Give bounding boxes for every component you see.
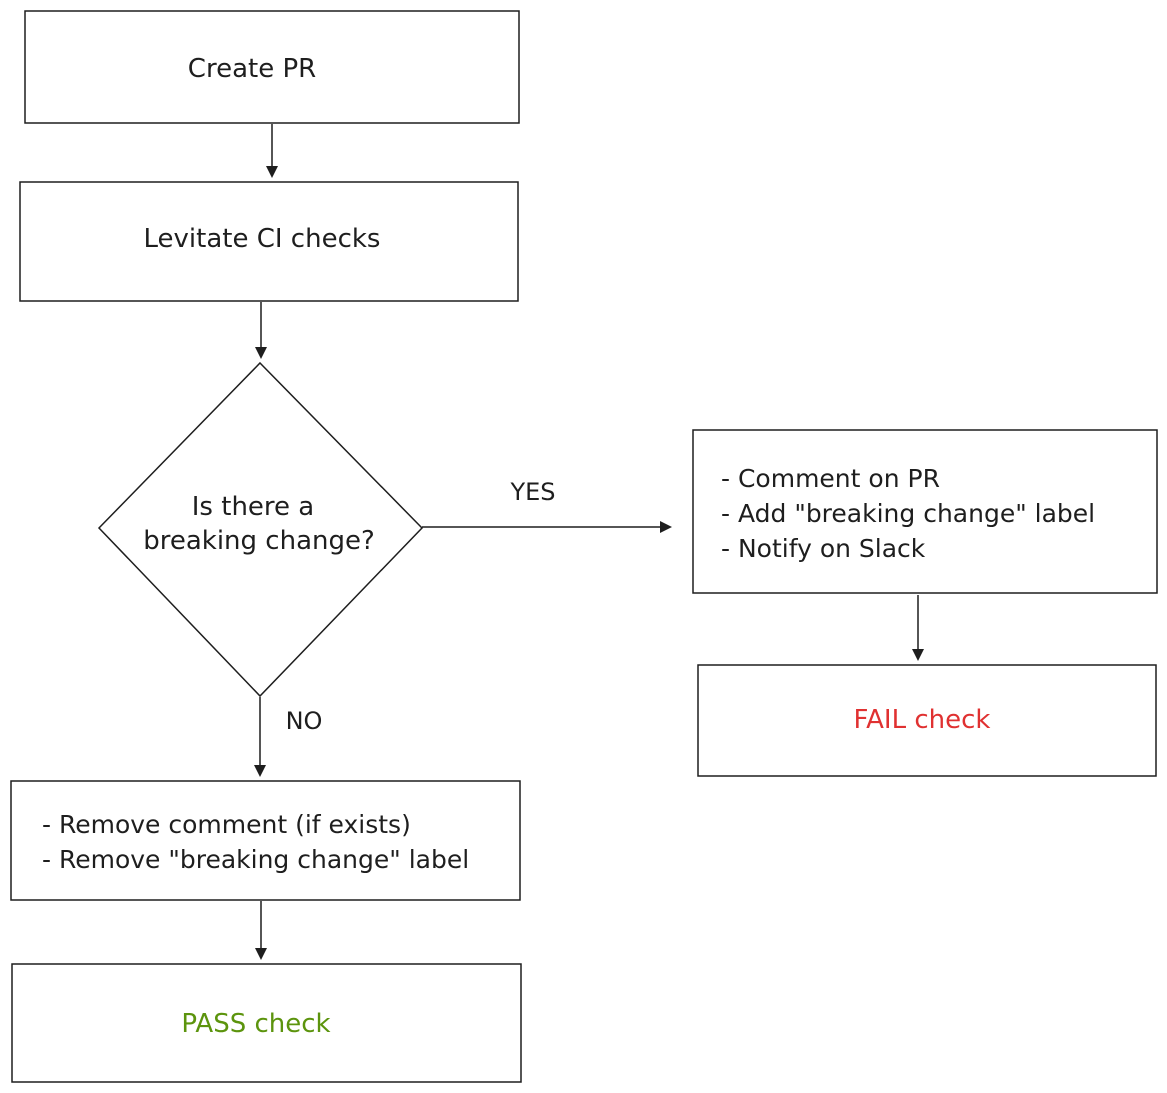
fail-label: FAIL check [854,705,991,735]
create-pr-box [24,10,520,124]
decision-line-2: breaking change? [143,526,375,556]
no-action-remove-label: - Remove "breaking change" label [42,845,469,874]
node-ci-checks: Levitate CI checks [19,181,519,302]
node-pass: PASS check [11,963,522,1083]
ci-checks-box [19,181,519,302]
ci-checks-label: Levitate CI checks [144,224,381,254]
no-label: NO [286,707,323,735]
node-fail: FAIL check [697,664,1157,777]
yes-action-notify: - Notify on Slack [721,534,926,563]
yes-label: YES [509,478,555,506]
decision-diamond [97,361,424,698]
yes-action-comment: - Comment on PR [721,464,940,493]
yes-action-label: - Add "breaking change" label [721,499,1095,528]
node-no-actions: - Remove comment (if exists) - Remove "b… [10,780,521,901]
decision-line-1: Is there a [192,492,314,522]
node-yes-actions: - Comment on PR - Add "breaking change" … [692,429,1158,594]
fail-box [697,664,1157,777]
pass-label: PASS check [181,1009,330,1039]
yes-actions-box [692,429,1158,594]
no-action-remove-comment: - Remove comment (if exists) [42,810,411,839]
node-decision: Is there a breaking change? [97,361,424,698]
pass-box [11,963,522,1083]
create-pr-label: Create PR [188,54,316,84]
node-create-pr: Create PR [24,10,520,124]
no-actions-box [10,780,521,901]
